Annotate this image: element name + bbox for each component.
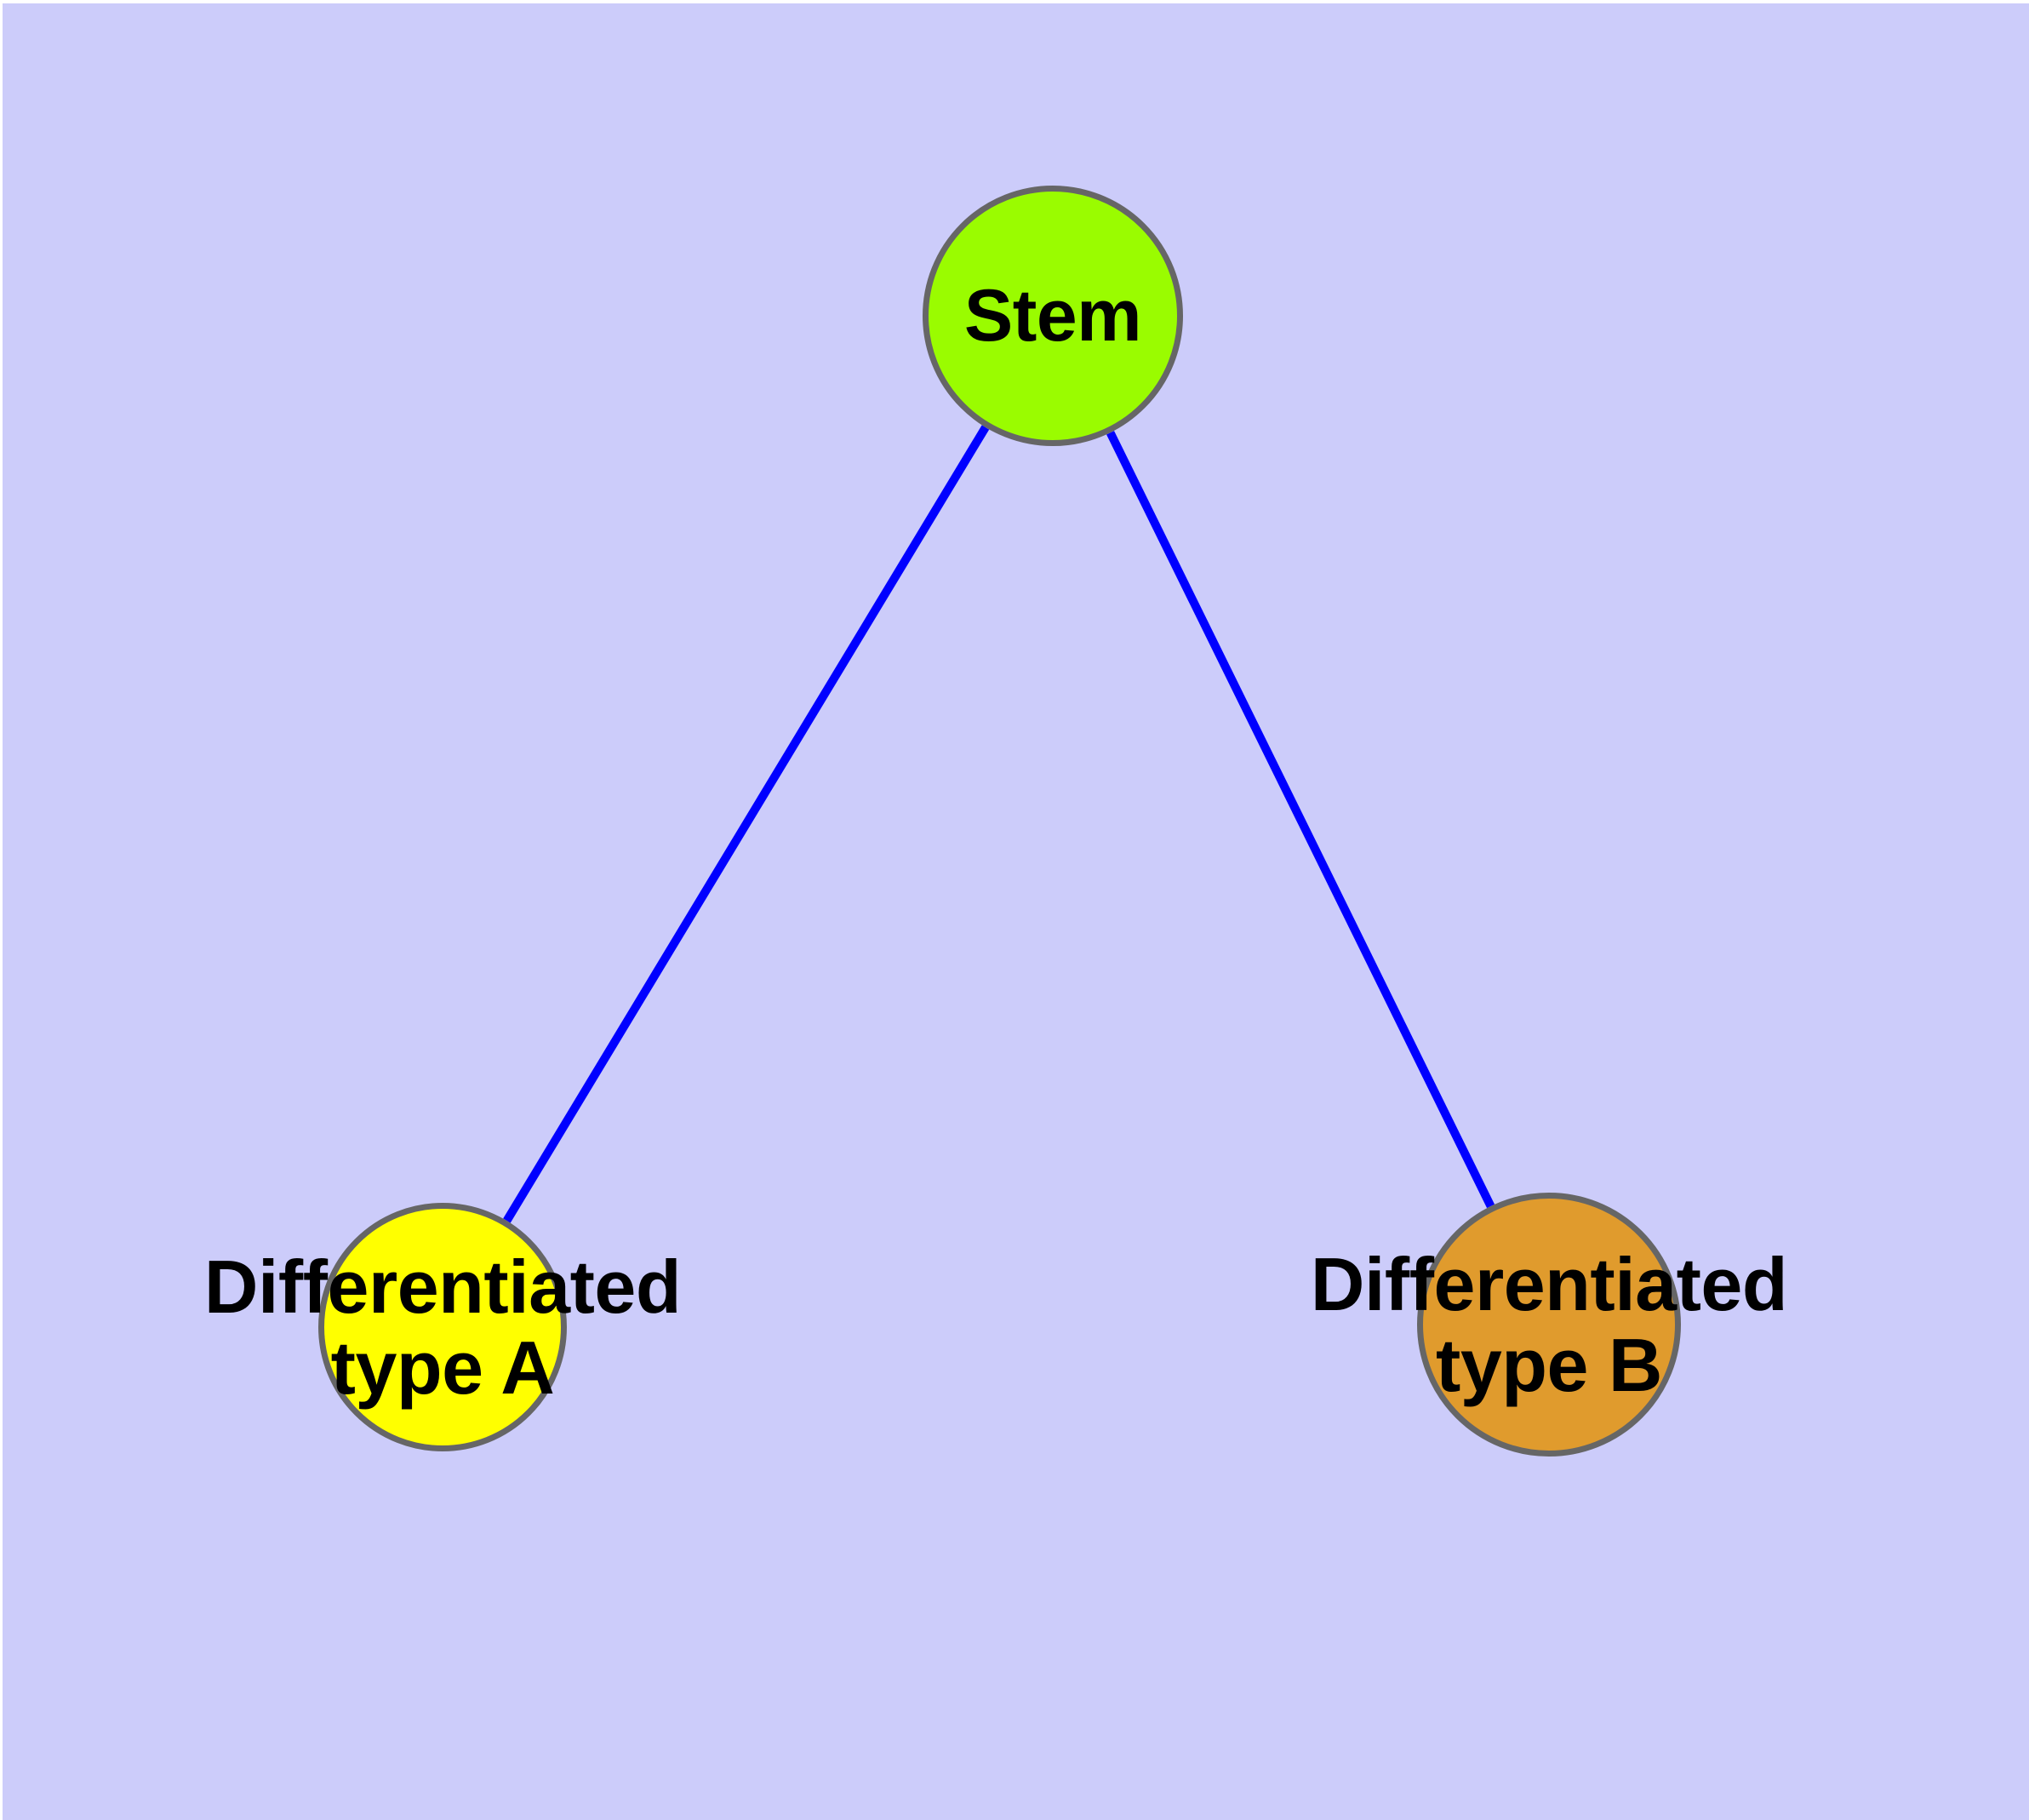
node-circle-stem[interactable] <box>923 186 1183 446</box>
node-circle-diff_a[interactable] <box>318 1203 567 1451</box>
graph-edge <box>503 425 990 1223</box>
graph-edge <box>1106 431 1495 1209</box>
edges-group <box>503 425 1495 1223</box>
node-circle-diff_b[interactable] <box>1417 1193 1681 1457</box>
